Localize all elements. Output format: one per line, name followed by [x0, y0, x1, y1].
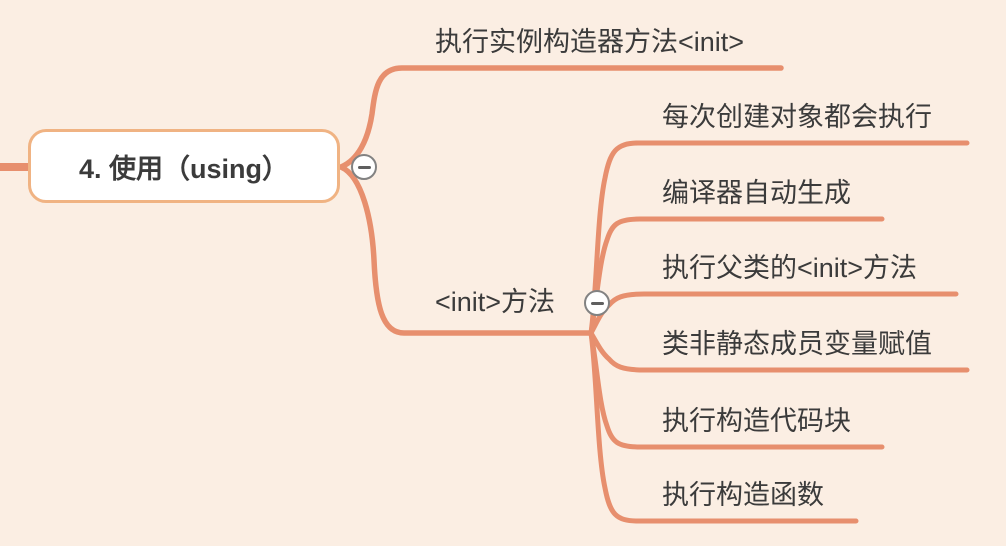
subbranch-line-4	[588, 330, 970, 373]
subtopic-compiler-auto-generated[interactable]: 编译器自动生成	[662, 178, 851, 208]
topic-exec-instance-constructor[interactable]: 执行实例构造器方法<init>	[435, 27, 745, 57]
minus-icon	[357, 165, 371, 169]
root-topic[interactable]: 4. 使用（using）	[28, 129, 340, 203]
collapse-button-root[interactable]	[351, 154, 377, 180]
subbranch-line-3	[588, 291, 959, 336]
root-topic-label: 4. 使用（using）	[78, 153, 289, 184]
subbranch-line-6	[588, 330, 859, 524]
subtopic-exec-constructor-code-block[interactable]: 执行构造代码块	[662, 406, 851, 436]
subbranch-line-1	[588, 140, 970, 336]
collapse-button-init[interactable]	[584, 290, 610, 316]
branch-line-init	[338, 164, 594, 336]
subtopic-exec-parent-init[interactable]: 执行父类的<init>方法	[662, 253, 918, 283]
subtopic-runs-on-every-object-creation[interactable]: 每次创建对象都会执行	[662, 102, 932, 132]
subtopic-exec-constructor-function[interactable]: 执行构造函数	[662, 480, 824, 510]
topic-init-method[interactable]: <init>方法	[435, 287, 556, 317]
subtopic-assign-nonstatic-member-vars[interactable]: 类非静态成员变量赋值	[662, 329, 932, 359]
minus-icon	[590, 301, 604, 305]
